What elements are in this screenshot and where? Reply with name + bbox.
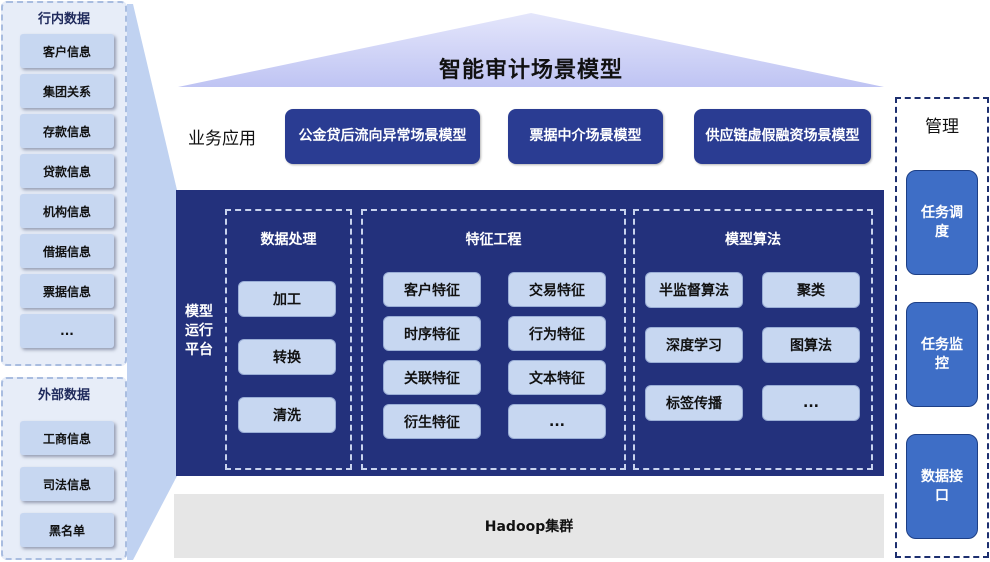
external-data-panel: 外部数据 工商信息 司法信息 黑名单	[1, 377, 127, 560]
internal-data-title: 行内数据	[37, 12, 90, 27]
internal-item-more: ...	[20, 314, 114, 348]
internal-item-loan: 贷款信息	[20, 154, 114, 188]
algo-label-propagation: 标签传播	[645, 385, 743, 421]
fe-more: ...	[508, 404, 606, 439]
biz-app-supply-chain: 供应链虚假融资场景模型	[694, 109, 871, 164]
dp-clean: 清洗	[238, 397, 336, 433]
algo-more: ...	[762, 385, 860, 421]
hadoop-cluster: Hadoop集群	[174, 494, 884, 558]
data-flow-funnel	[127, 4, 177, 560]
internal-item-bill: 票据信息	[20, 274, 114, 308]
mgmt-task-scheduling: 任务调度	[906, 170, 978, 275]
fe-derived: 衍生特征	[383, 404, 481, 439]
data-processing-title: 数据处理	[260, 232, 317, 248]
external-item-business: 工商信息	[20, 421, 114, 455]
fe-behavior: 行为特征	[508, 316, 606, 351]
biz-app-loan-flow: 公金贷后流向异常场景模型	[285, 109, 480, 164]
fe-customer: 客户特征	[383, 272, 481, 307]
management-title: 管理	[925, 117, 959, 137]
model-algorithm-title: 模型算法	[725, 232, 781, 248]
mgmt-data-interface: 数据接口	[906, 434, 978, 539]
algo-deep-learning: 深度学习	[645, 327, 743, 363]
model-algorithm-group: 模型算法 半监督算法 聚类 深度学习 图算法 标签传播 ...	[633, 209, 873, 470]
dp-transform: 转换	[238, 339, 336, 375]
feature-engineering-group: 特征工程 客户特征 交易特征 时序特征 行为特征 关联特征 文本特征 衍生特征 …	[361, 209, 626, 470]
roof-shape	[178, 13, 884, 87]
external-item-blacklist: 黑名单	[20, 513, 114, 547]
internal-data-panel: 行内数据 客户信息 集团关系 存款信息 贷款信息 机构信息 借据信息 票据信息 …	[1, 1, 127, 366]
internal-item-group-relation: 集团关系	[20, 74, 114, 108]
internal-item-deposit: 存款信息	[20, 114, 114, 148]
fe-transaction: 交易特征	[508, 272, 606, 307]
mgmt-task-monitoring: 任务监控	[906, 302, 978, 407]
dp-process: 加工	[238, 281, 336, 317]
internal-item-customer: 客户信息	[20, 34, 114, 68]
platform-label: 模型运行平台	[185, 304, 213, 358]
fe-relation: 关联特征	[383, 360, 481, 395]
diagram-title: 智能审计场景模型	[438, 58, 623, 83]
external-item-judicial: 司法信息	[20, 467, 114, 501]
feature-engineering-title: 特征工程	[465, 232, 522, 248]
internal-item-receipt: 借据信息	[20, 234, 114, 268]
algo-semi-supervised: 半监督算法	[645, 272, 743, 308]
data-processing-group: 数据处理 加工 转换 清洗	[225, 209, 352, 470]
biz-app-bill-agency: 票据中介场景模型	[508, 109, 663, 164]
fe-text: 文本特征	[508, 360, 606, 395]
fe-timeseries: 时序特征	[383, 316, 481, 351]
algo-clustering: 聚类	[762, 272, 860, 308]
business-label: 业务应用	[188, 129, 256, 149]
internal-item-institution: 机构信息	[20, 194, 114, 228]
algo-graph: 图算法	[762, 327, 860, 363]
external-data-title: 外部数据	[37, 388, 90, 403]
